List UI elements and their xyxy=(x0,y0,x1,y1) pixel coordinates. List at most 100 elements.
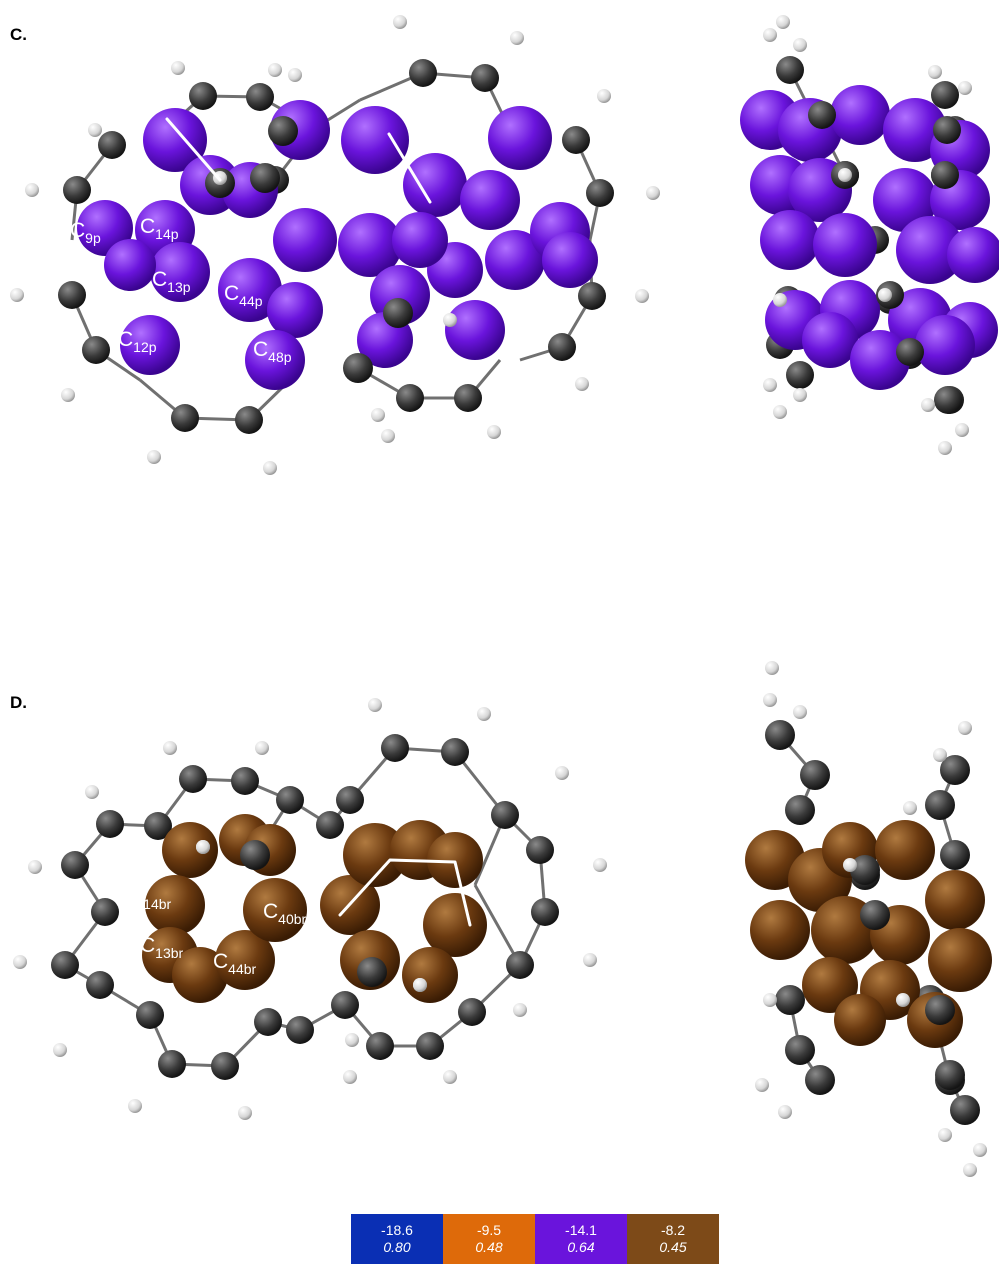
hydrogen-atom xyxy=(238,1106,252,1120)
carbon-atom xyxy=(96,810,124,838)
legend-value: -14.1 xyxy=(565,1222,597,1238)
hydrogen-atom xyxy=(345,1033,359,1047)
carbon-atom xyxy=(158,1050,186,1078)
path-line xyxy=(165,117,222,182)
hydrogen-atom xyxy=(635,289,649,303)
carbon-atom xyxy=(82,336,110,364)
orbital-lobe xyxy=(830,85,890,145)
orbital-lobe xyxy=(760,210,820,270)
carbon-atom xyxy=(240,840,270,870)
carbon-atom xyxy=(896,338,924,366)
hydrogen-atom xyxy=(933,748,947,762)
color-legend: -18.6 0.80 -9.5 0.48 -14.1 0.64 -8.2 0.4… xyxy=(351,1214,719,1264)
hydrogen-atom xyxy=(371,408,385,422)
carbon-atom xyxy=(136,1001,164,1029)
hydrogen-atom xyxy=(878,288,892,302)
atom-label-c9p: C9p xyxy=(70,219,101,246)
hydrogen-atom xyxy=(593,858,607,872)
hydrogen-atom xyxy=(765,661,779,675)
path-line xyxy=(338,858,472,927)
carbon-atom xyxy=(336,786,364,814)
hydrogen-atom xyxy=(85,785,99,799)
hydrogen-atom xyxy=(25,183,39,197)
carbon-atom xyxy=(931,81,959,109)
legend-fraction: 0.80 xyxy=(383,1239,411,1255)
hydrogen-atom xyxy=(763,28,777,42)
carbon-atom xyxy=(381,734,409,762)
hydrogen-atom xyxy=(128,1099,142,1113)
hydrogen-atom xyxy=(53,1043,67,1057)
hydrogen-atom xyxy=(773,405,787,419)
orbital-lobe xyxy=(896,216,964,284)
orbital-lobe xyxy=(445,300,505,360)
hydrogen-atom xyxy=(575,377,589,391)
atom-label-c14br: C14br xyxy=(128,885,172,912)
orbital-lobe xyxy=(873,168,937,232)
hydrogen-atom xyxy=(938,1128,952,1142)
carbon-atom xyxy=(179,765,207,793)
carbon-atom xyxy=(808,101,836,129)
carbon-atom xyxy=(276,786,304,814)
orbital-lobe xyxy=(218,258,282,322)
carbon-atom xyxy=(586,179,614,207)
orbital-lobe xyxy=(215,930,275,990)
carbon-atom xyxy=(268,116,298,146)
carbon-atom xyxy=(235,406,263,434)
orbital-lobe xyxy=(273,208,337,272)
hydrogen-atom xyxy=(763,378,777,392)
atom-label-c13p: C13p xyxy=(152,268,191,295)
hydrogen-atom xyxy=(368,698,382,712)
carbon-atom xyxy=(246,83,274,111)
bond xyxy=(473,884,522,966)
atom-label-c14p: C14p xyxy=(140,215,179,242)
orbital-lobe xyxy=(423,893,487,957)
carbon-atom xyxy=(171,404,199,432)
hydrogen-atom xyxy=(843,858,857,872)
carbon-atom xyxy=(409,59,437,87)
hydrogen-atom xyxy=(776,15,790,29)
carbon-atom xyxy=(850,855,880,885)
hydrogen-atom xyxy=(597,89,611,103)
carbon-atom xyxy=(316,811,344,839)
hydrogen-atom xyxy=(973,1143,987,1157)
hydrogen-atom xyxy=(921,398,935,412)
carbon-atom xyxy=(454,384,482,412)
legend-cell: -9.5 0.48 xyxy=(443,1214,535,1264)
orbital-lobe xyxy=(802,312,858,368)
orbital-lobe xyxy=(850,330,910,390)
orbital-lobe xyxy=(488,106,552,170)
carbon-atom xyxy=(254,1008,282,1036)
orbital-lobe xyxy=(402,947,458,1003)
hydrogen-atom xyxy=(963,1163,977,1177)
atom-label-c48p: C48p xyxy=(253,338,292,365)
orbital-lobe xyxy=(947,227,999,283)
hydrogen-atom xyxy=(755,1078,769,1092)
carbon-atom xyxy=(343,353,373,383)
hydrogen-atom xyxy=(268,63,282,77)
orbital-lobe xyxy=(802,957,858,1013)
hydrogen-atom xyxy=(838,168,852,182)
carbon-atom xyxy=(940,755,970,785)
carbon-atom xyxy=(51,951,79,979)
hydrogen-atom xyxy=(10,288,24,302)
carbon-atom xyxy=(286,1016,314,1044)
orbital-lobe xyxy=(143,108,207,172)
orbital-lobe xyxy=(172,947,228,1003)
hydrogen-atom xyxy=(763,693,777,707)
atom-label-c44p: C44p xyxy=(224,282,263,309)
carbon-atom xyxy=(144,812,172,840)
orbital-lobe xyxy=(245,330,305,390)
orbital-lobe xyxy=(403,153,467,217)
orbital-lobe xyxy=(162,822,218,878)
orbital-lobe xyxy=(813,213,877,277)
legend-value: -8.2 xyxy=(660,1222,686,1238)
carbon-atom xyxy=(925,995,955,1025)
carbon-atoms-back xyxy=(51,56,980,1125)
hydrogen-atom xyxy=(343,1070,357,1084)
carbon-atom xyxy=(63,176,91,204)
atom-label-c40br: C40br xyxy=(263,900,307,927)
hydrogen-atom xyxy=(958,721,972,735)
hydrogen-atom xyxy=(778,1105,792,1119)
panel-c-letter: C. xyxy=(10,25,27,44)
